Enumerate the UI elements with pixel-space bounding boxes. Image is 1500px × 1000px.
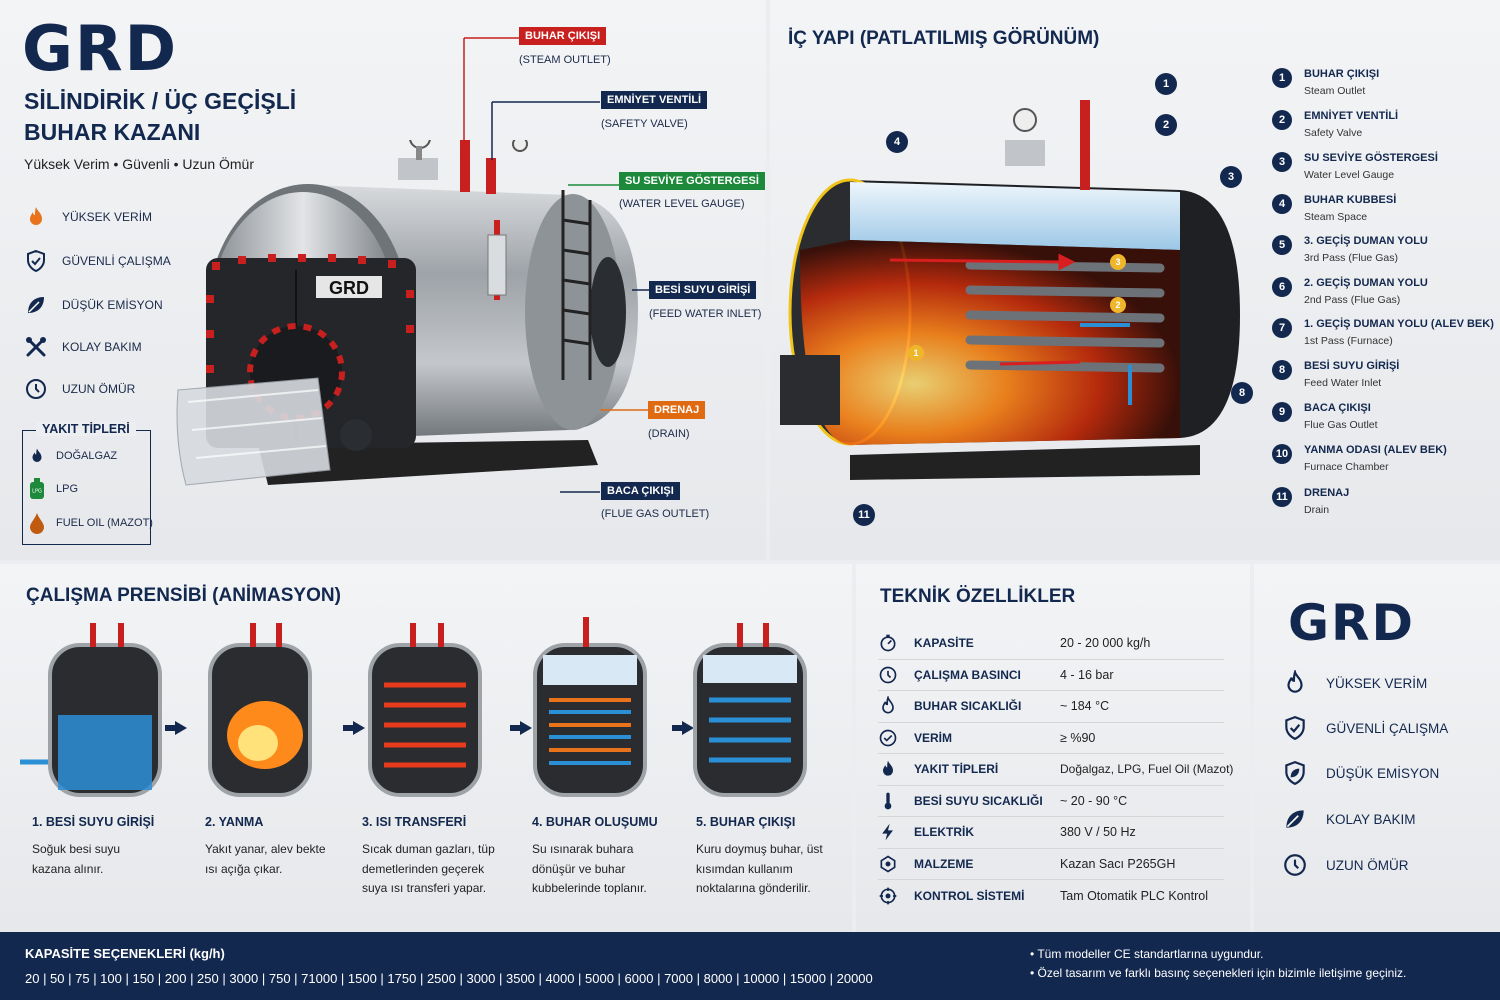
callout-feed-water-inlet: BESİ SUYU GİRİŞİ [649,281,757,299]
product-title-line1: SİLİNDİRİK / ÜÇ GEÇİŞLİ [24,88,297,114]
clock-icon [1284,854,1306,876]
step-description: Yakıt yanar, alev bekte ısı açığa çıkar. [205,842,326,876]
callout-safety-valve: EMNİYET VENTİLİ [601,91,708,109]
feature-item: DÜŞÜK EMİSYON [24,293,163,317]
brand-feature-item: YÜKSEK VERİM [1282,670,1427,696]
principle-title: ÇALIŞMA PRENSİBİ (ANİMASYON) [26,585,341,606]
marker-2: 2 [1155,114,1177,136]
flow-mark-2: 2 [1110,297,1126,313]
spec-row: BESİ SUYU SICAKLIĞI~ 20 - 90 °C [878,786,1224,817]
feature-item: GÜVENLİ ÇALIŞMA [24,249,171,273]
leaf-icon [1286,810,1304,828]
step-description: Kuru doymuş buhar, üst kısımdan kullanım… [696,842,823,895]
step-title: 4. BUHAR OLUŞUMU [532,815,658,829]
tagline: Yüksek Verim • Güvenli • Uzun Ömür [24,156,254,172]
brand-feature-item: GÜVENLİ ÇALIŞMA [1282,715,1448,741]
marker-8: 8 [1231,382,1253,404]
step-description: Soğuk besi suyu kazana alınır. [32,842,121,876]
callout-flue-gas-outlet: BACA ÇIKIŞI [601,482,680,500]
gas-flame-icon [32,448,42,462]
flame-icon [30,207,42,225]
thermometer-icon [884,792,892,810]
footer-note: • Özel tasarım ve farklı basınç seçenekl… [1030,966,1407,980]
marker-3: 3 [1220,166,1242,188]
marker-4: 4 [886,131,908,153]
principle-step-illustrations [20,617,807,797]
spec-row: VERİM≥ %90 [878,723,1224,754]
capacity-footer: KAPASİTE SEÇENEKLERİ (kg/h) 20 | 50 | 75… [0,932,1500,1000]
material-icon [880,855,896,873]
clock-icon [26,379,46,399]
spec-row: BUHAR SICAKLIĞI~ 184 °C [878,691,1224,723]
feature-item: KOLAY BAKIM [24,335,142,359]
shield-icon [1285,716,1305,741]
step-title: 1. BESİ SUYU GİRİŞİ [32,815,155,829]
fuel-types-title: YAKIT TİPLERİ [36,422,136,436]
fuel-item: DOĞALGAZ [28,446,117,466]
lpg-cylinder-icon: LPG [30,478,44,499]
brand-feature-item: KOLAY BAKIM [1282,806,1416,832]
leaf-shield-icon [1285,761,1305,786]
callout-water-level-gauge-en: (WATER LEVEL GAUGE) [619,198,745,210]
capacity-title: KAPASİTE SEÇENEKLERİ (kg/h) [25,946,225,961]
callout-steam-outlet-en: (STEAM OUTLET) [519,54,611,66]
callout-drain-en: (DRAIN) [648,428,690,440]
footer-note: • Tüm modeller CE standartlarına uygundu… [1030,947,1264,961]
technical-specs-panel [856,564,1250,932]
pressure-icon [879,666,897,684]
feature-item: UZUN ÖMÜR [24,377,135,401]
product-title-line2: BUHAR KAZANI [24,119,201,145]
brand-logo: GRD [22,12,179,85]
callout-steam-outlet: BUHAR ÇIKIŞI [519,27,607,45]
boiler-illustration: GRD [176,140,638,486]
brand-feature-item: DÜŞÜK EMİSYON [1282,760,1439,786]
flow-mark-3: 3 [1110,254,1126,270]
callout-safety-valve-en: (SAFETY VALVE) [601,118,688,130]
marker-1: 1 [1155,73,1177,95]
step-title: 5. BUHAR ÇIKIŞI [696,815,796,829]
flow-mark-1: 1 [908,345,924,361]
svg-text:LPG: LPG [32,489,42,495]
shield-icon [27,249,45,273]
wrench-icon [26,337,46,357]
check-circle-icon [879,729,897,747]
leaf-icon [28,297,44,313]
flame-icon [883,760,893,776]
callout-feed-water-inlet-en: (FEED WATER INLET) [649,308,762,320]
flame-icon [1287,670,1303,693]
callout-flue-gas-outlet-en: (FLUE GAS OUTLET) [601,508,710,520]
brand-logo-secondary: GRD [1288,594,1416,652]
callout-water-level-gauge: SU SEVİYE GÖSTERGESİ [619,172,765,190]
fuel-item: FUEL OIL (MAZOT) [28,512,153,534]
specs-title: TEKNİK ÖZELLİKLER [880,586,1076,607]
brand-feature-item: UZUN ÖMÜR [1282,852,1409,878]
control-icon [879,887,897,905]
brand-features-panel [1254,564,1500,932]
step-description: Sıcak duman gazları, tüp demetlerinden g… [362,842,495,895]
gauge-icon [880,634,896,652]
svg-text:GRD: GRD [329,278,369,298]
step-title: 2. YANMA [205,815,264,829]
oil-drop-icon [30,513,44,534]
marker-11: 11 [853,504,875,526]
step-description: Su ısınarak buhara dönüşür ve buhar kubb… [532,842,647,895]
callout-drain: DRENAJ [648,401,706,419]
bolt-icon [882,823,893,841]
cutaway-illustration [780,100,1240,480]
capacity-list: 20 | 50 | 75 | 100 | 150 | 200 | 250 | 3… [25,971,873,986]
flame-icon [882,696,894,714]
fuel-item: LPG LPG [28,478,78,500]
feature-item: YÜKSEK VERİM [24,205,152,229]
step-title: 3. ISI TRANSFERİ [362,815,467,829]
exploded-view-title: İÇ YAPI (PATLATILMIŞ GÖRÜNÜM) [788,28,1100,49]
